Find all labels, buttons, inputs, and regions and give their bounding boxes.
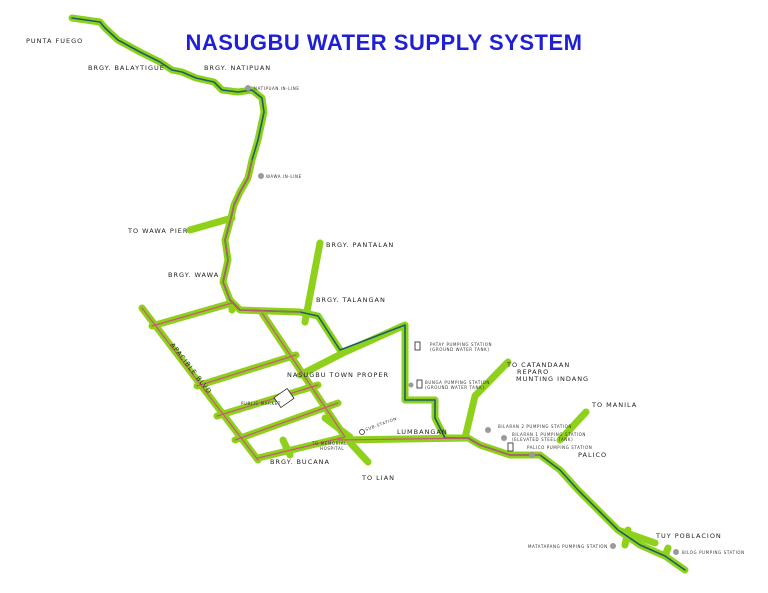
label-natipuan-inline: NATIPUAN IN-LINE	[254, 86, 300, 91]
bilaran1-marker[interactable]	[501, 435, 507, 441]
natipuan-inline-marker[interactable]	[245, 85, 251, 91]
road-network	[68, 14, 689, 574]
distribution-line-grid	[141, 302, 469, 461]
label-matatapang: MATATAPANG PUMPING STATION	[528, 544, 608, 549]
public-market-icon	[273, 387, 295, 409]
road-bilog	[661, 544, 672, 560]
label-lumbangan: LUMBANGAN	[397, 428, 448, 436]
road-bucana	[279, 436, 294, 459]
label-public-market: PUBLIC MARKET	[241, 401, 281, 406]
road-memorial	[321, 414, 354, 441]
main-transmission-line	[71, 17, 686, 571]
label-hospital: HOSPITAL	[320, 446, 344, 451]
patay-tank-icon[interactable]	[414, 341, 421, 351]
bunga-tank-icon[interactable]	[416, 379, 423, 389]
label-wawa-inline: WAWA IN-LINE	[266, 174, 302, 179]
label-palico: PALICO	[578, 451, 607, 459]
label-punta-fuego: PUNTA FUEGO	[26, 37, 83, 45]
label-balaytigue: BRGY. BALAYTIGUE	[88, 64, 165, 72]
label-town-proper: NASUGBU TOWN PROPER	[287, 371, 389, 379]
station-markers	[245, 85, 679, 555]
bilaran1-tank-icon[interactable]	[507, 442, 514, 452]
label-tuy: TUY POBLACION	[655, 532, 722, 540]
place-labels: PUNTA FUEGO BRGY. BALAYTIGUE BRGY. NATIP…	[26, 37, 722, 540]
label-bunga-2: (GROUND WATER TANK)	[425, 385, 485, 390]
label-wawa: BRGY. WAWA	[168, 271, 219, 279]
label-bilaran1-1: BILARAN 1 PUMPING STATION	[512, 432, 586, 437]
road-wawa-pier	[186, 214, 236, 234]
label-patay-2: (GROUND WATER TANK)	[430, 347, 490, 352]
label-manila: TO MANILA	[591, 401, 637, 409]
bilaran2-marker[interactable]	[485, 427, 491, 433]
matatapang-marker[interactable]	[610, 543, 616, 549]
label-patay-1: PATAY PUMPING STATION	[430, 342, 492, 347]
bilog-marker[interactable]	[673, 549, 679, 555]
label-wawa-pier: TO WAWA PIER	[127, 227, 188, 235]
palico-marker[interactable]	[529, 452, 535, 458]
label-palico-ps: PALICO PUMPING STATION	[527, 445, 592, 450]
road-matatapang	[621, 526, 632, 549]
label-bilaran2: BILARAN 2 PUMPING STATION	[498, 424, 572, 429]
label-memorial: TO MEMORIAL	[311, 441, 347, 446]
map-title: NASUGBU WATER SUPPLY SYSTEM	[185, 30, 583, 55]
label-munting-indang: MUNTING INDANG	[516, 375, 589, 383]
label-substation: SUB-STATION	[365, 416, 398, 432]
label-natipuan: BRGY. NATIPUAN	[204, 64, 271, 72]
wawa-inline-marker[interactable]	[258, 173, 264, 179]
label-catandaan: TO CATANDAAN	[506, 361, 570, 369]
label-talangan: BRGY. TALANGAN	[316, 296, 386, 304]
station-labels: NATIPUAN IN-LINE WAWA IN-LINE PATAY PUMP…	[254, 86, 745, 555]
road-pantalan	[301, 239, 324, 326]
pipe-network	[71, 17, 686, 571]
bunga-marker[interactable]	[408, 382, 414, 388]
label-bucana: BRGY. BUCANA	[270, 458, 330, 466]
label-bilog: BILOG PUMPING STATION	[682, 550, 745, 555]
label-reparo: REPARO	[517, 368, 549, 376]
substation-marker[interactable]	[359, 429, 365, 435]
distribution-line-east	[467, 437, 541, 456]
distribution-line-north	[222, 159, 301, 313]
road-catandaan	[461, 358, 512, 442]
label-apacible: APACIBLE BLVD	[168, 341, 213, 395]
label-pantalan: BRGY. PANTALAN	[326, 241, 394, 249]
label-bilaran1-2: (ELEVATED STEEL TANK)	[512, 437, 573, 442]
label-lian: TO LIAN	[361, 474, 395, 482]
label-bunga-1: BUNGA PUMPING STATION	[425, 380, 490, 385]
road-manila	[556, 408, 590, 444]
